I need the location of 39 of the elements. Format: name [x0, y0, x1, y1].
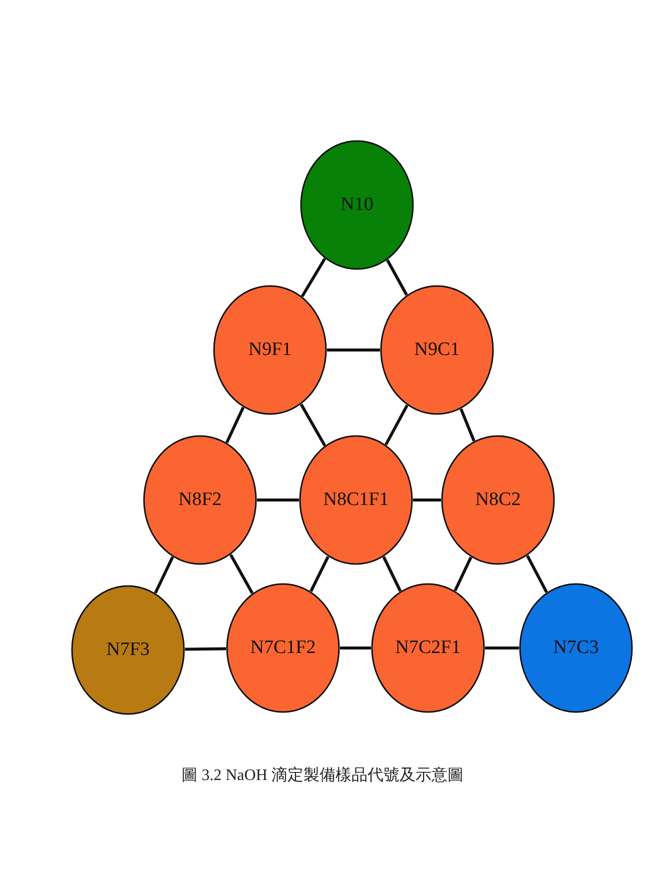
sample-code: N10 [340, 194, 374, 216]
connector-line [384, 404, 408, 446]
connector-line [413, 498, 441, 502]
sample-ellipse [519, 583, 633, 713]
connector-line [310, 556, 330, 592]
sample-ellipse [143, 435, 257, 565]
sample-code: N9F1 [248, 339, 292, 361]
connector-line [526, 555, 548, 593]
sample-ellipse [71, 585, 185, 715]
connector-line [454, 556, 472, 592]
connector-line [225, 406, 245, 444]
connector-line [300, 404, 326, 446]
sample-code: N7C1F2 [250, 637, 316, 659]
sample-ellipse [213, 285, 327, 415]
connector-line [327, 348, 380, 352]
sample-ellipse [300, 140, 414, 270]
figure-caption: 圖 3.2 NaOH 滴定製備樣品代號及示意圖 [182, 767, 464, 784]
connector-line [460, 408, 476, 442]
sample-code: N9C1 [414, 339, 460, 361]
sample-code: N8F2 [178, 489, 222, 511]
connector-line [184, 647, 226, 651]
connector-line [154, 556, 174, 594]
sample-code: N7C2F1 [395, 637, 461, 659]
sample-ellipse [380, 285, 494, 415]
connector-line [257, 498, 299, 502]
connector-line [382, 556, 402, 592]
sample-code: N8C1F1 [323, 489, 389, 511]
connector-line [300, 258, 326, 298]
sample-code: N7C3 [553, 637, 599, 659]
sample-code: N7F3 [106, 639, 150, 661]
connector-line [485, 646, 519, 650]
sample-code: N8C2 [475, 489, 521, 511]
connector-line [340, 646, 371, 650]
sample-ellipse [299, 435, 413, 565]
sample-ellipse [226, 583, 340, 713]
sample-ellipse [371, 583, 485, 713]
connector-line [386, 259, 408, 296]
sample-ellipse [441, 435, 555, 565]
connector-line [229, 554, 254, 594]
